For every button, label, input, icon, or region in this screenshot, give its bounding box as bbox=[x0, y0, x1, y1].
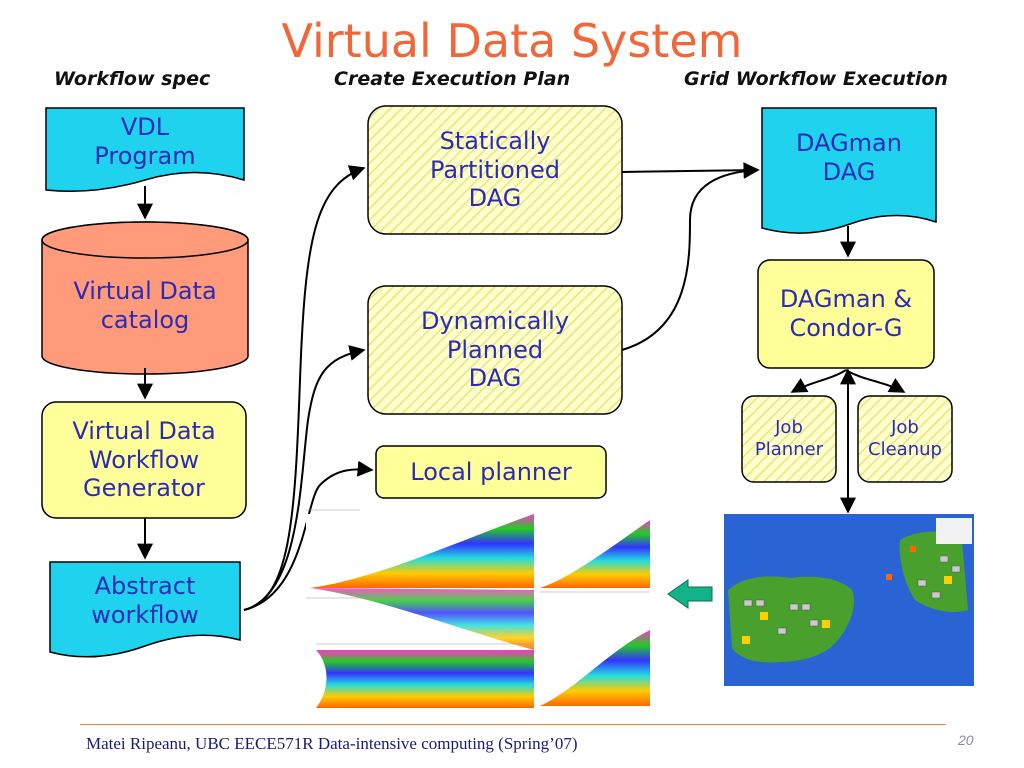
slide-title: Virtual Data System bbox=[281, 14, 743, 68]
dagman-condor-shape bbox=[757, 259, 935, 369]
return-arrow bbox=[667, 579, 713, 609]
abstract-workflow-label: Abstract workflow bbox=[91, 572, 199, 629]
abstract-workflow-shape bbox=[49, 561, 241, 658]
workflow-plots-image bbox=[306, 509, 650, 714]
dagman-dag-label: DAGman DAG bbox=[796, 129, 902, 186]
slide-footer: Matei Ripeanu, UBC EECE571R Data-intensi… bbox=[86, 734, 578, 753]
dynamic-dag-label: Dynamically Planned DAG bbox=[420, 306, 570, 393]
local-planner-label: Local planner bbox=[410, 457, 572, 486]
job-planner-label: Job Planner bbox=[754, 417, 824, 460]
page-number: 20 bbox=[958, 732, 974, 748]
grid-map-image bbox=[724, 514, 974, 686]
vdl-program-label: VDL Program bbox=[94, 113, 196, 170]
footer-divider bbox=[80, 724, 946, 725]
column-heading-create-plan: Create Execution Plan bbox=[334, 68, 571, 90]
static-dag-shape bbox=[367, 105, 623, 235]
local-planner-shape bbox=[375, 445, 607, 499]
column-heading-workflow-spec: Workflow spec bbox=[54, 68, 211, 90]
static-dag-label: Statically Partitioned DAG bbox=[429, 126, 561, 213]
job-cleanup-shape bbox=[857, 395, 953, 483]
vdl-program-shape bbox=[45, 107, 245, 192]
dagman-dag-shape bbox=[761, 107, 937, 234]
dagman-condor-label: DAGman & Condor-G bbox=[779, 285, 913, 342]
column-heading-grid-execution: Grid Workflow Execution bbox=[684, 68, 948, 90]
virtual-data-catalog-label: Virtual Data catalog bbox=[73, 277, 217, 334]
workflow-generator-label: Virtual Data Workflow Generator bbox=[72, 416, 216, 503]
job-planner-shape bbox=[741, 395, 837, 483]
job-cleanup-label: Job Cleanup bbox=[868, 417, 942, 460]
